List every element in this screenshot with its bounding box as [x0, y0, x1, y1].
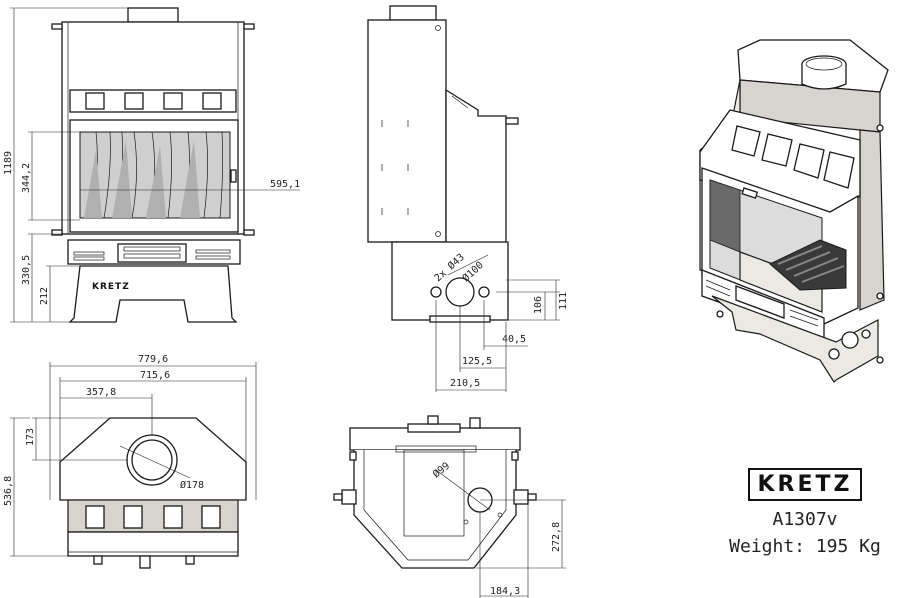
weight-label: Weight: 195 Kg — [729, 536, 881, 557]
dim-air-inlet-x: 184,3 — [490, 586, 520, 597]
dim-total-height: 1189 — [3, 151, 14, 175]
dim-side-offset-2: 125,5 — [462, 356, 492, 367]
dim-side-offset-1: 40,5 — [502, 334, 526, 345]
front-plate-logo: KRETZ — [92, 282, 130, 292]
isometric-view — [699, 39, 889, 383]
dim-total-depth: 536,8 — [3, 476, 14, 506]
bottom-view: Ø99 272,8 184,3 — [333, 415, 566, 598]
dim-foot-height: 212 — [39, 287, 50, 305]
dim-glass-height: 344,2 — [21, 163, 32, 193]
dim-door-width: 595,1 — [270, 179, 300, 190]
dim-flue-diameter: Ø178 — [180, 479, 204, 491]
dim-outlet-offset-a: 106 — [533, 296, 544, 314]
dim-flue-offset-y: 173 — [25, 428, 36, 446]
dim-top-width: 715,6 — [140, 370, 170, 381]
dim-outlet-offset-b: 111 — [558, 292, 569, 310]
dim-flue-offset-x: 357,8 — [86, 387, 116, 398]
dim-side-offset-3: 210,5 — [450, 378, 480, 389]
brand-logo: KRETZ — [747, 468, 863, 501]
product-legend: KRETZ A1307v Weight: 195 Kg — [725, 468, 885, 557]
top-view: Ø178 779,6 715,6 357,8 173 536,8 — [3, 354, 257, 569]
side-view: 2x Ø43 Ø100 106 111 40,5 125,5 210,5 — [367, 5, 569, 392]
dim-air-inlet-y: 272,8 — [551, 522, 562, 552]
dim-overall-width: 779,6 — [138, 354, 168, 365]
dim-base-height: 330,5 — [21, 255, 32, 285]
model-name: A1307v — [772, 509, 838, 530]
front-view: KRETZ 1189 344,2 330,5 212 595,1 — [3, 7, 300, 323]
